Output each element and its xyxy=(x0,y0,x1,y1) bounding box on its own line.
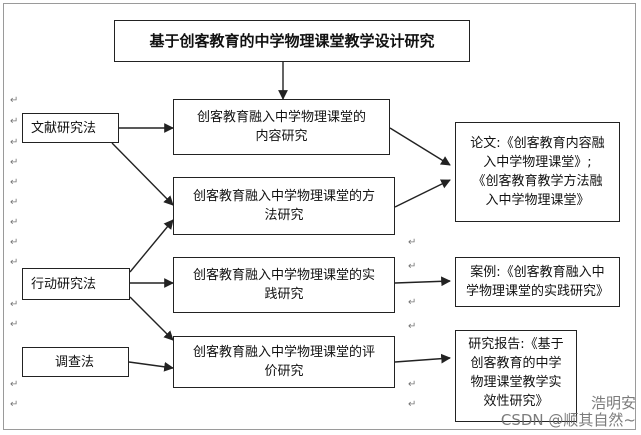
output-papers-line-2: 入中学物理课堂》; xyxy=(483,155,592,170)
arrow-action-to-method xyxy=(129,219,174,273)
paragraph-mark: ↵ xyxy=(10,379,19,390)
paragraph-mark: ↵ xyxy=(408,237,417,248)
arrow-action-to-evaluation xyxy=(129,296,174,341)
study-evaluation-box: 创客教育融入中学物理课堂的评 价研究 xyxy=(173,336,395,388)
study-practice-box: 创客教育融入中学物理课堂的实 践研究 xyxy=(173,257,395,313)
output-report-box: 研究报告:《基于 创客教育的中学 物理课堂教学实 效性研究》 xyxy=(455,330,577,422)
arrow-literature-to-method xyxy=(111,142,174,206)
study-content-line-2: 内容研究 xyxy=(255,129,308,144)
watermark-line-2: CSDN @顺其自然~ xyxy=(500,411,636,429)
paragraph-mark: ↵ xyxy=(408,297,417,308)
output-cases-box: 案例:《创客教育融入中 学物理课堂的实践研究》 xyxy=(455,257,620,307)
output-report-line-3: 物理课堂教学实 xyxy=(470,375,562,390)
output-cases-line-1: 案例:《创客教育融入中 xyxy=(470,265,605,280)
paragraph-mark: ↵ xyxy=(408,399,417,410)
method-survey-label: 调查法 xyxy=(55,354,95,370)
watermark: 浩明安 CSDN @顺其自然~ xyxy=(468,395,636,429)
study-practice-line-1: 创客教育融入中学物理课堂的实 xyxy=(192,268,375,283)
study-practice-line-2: 践研究 xyxy=(264,287,304,302)
watermark-line-1: 浩明安 xyxy=(590,394,636,412)
paragraph-mark: ↵ xyxy=(408,321,417,332)
method-literature-box: 文献研究法 xyxy=(22,113,119,143)
output-report-line-4: 效性研究》 xyxy=(483,394,549,409)
arrow-practice-to-cases xyxy=(394,276,451,287)
study-content-box: 创客教育融入中学物理课堂的 内容研究 xyxy=(173,99,390,155)
paragraph-mark: ↵ xyxy=(10,257,19,268)
paragraph-mark: ↵ xyxy=(408,261,417,272)
paragraph-mark: ↵ xyxy=(10,399,19,410)
paragraph-mark: ↵ xyxy=(10,116,19,127)
paragraph-mark: ↵ xyxy=(408,379,417,390)
diagram-title: 基于创客教育的中学物理课堂教学设计研究 xyxy=(149,31,435,50)
arrow-method-to-papers xyxy=(394,179,451,208)
paragraph-mark: ↵ xyxy=(10,137,19,148)
paragraph-mark: ↵ xyxy=(10,95,19,106)
arrow-content-to-papers xyxy=(389,127,451,166)
paragraph-mark: ↵ xyxy=(10,319,19,330)
output-papers-line-3: 《创客教育教学方法融 xyxy=(472,174,603,189)
study-method-line-1: 创客教育融入中学物理课堂的方 xyxy=(192,189,375,204)
study-method-box: 创客教育融入中学物理课堂的方 法研究 xyxy=(173,177,395,235)
study-content-line-1: 创客教育融入中学物理课堂的 xyxy=(196,110,366,125)
paragraph-mark: ↵ xyxy=(10,299,19,310)
output-papers-box: 论文:《创客教育内容融 入中学物理课堂》; 《创客教育教学方法融 入中学物理课堂… xyxy=(455,122,620,222)
method-survey-box: 调查法 xyxy=(22,347,129,377)
method-literature-label: 文献研究法 xyxy=(31,120,97,136)
title-box: 基于创客教育的中学物理课堂教学设计研究 xyxy=(114,20,470,62)
output-papers-line-1: 论文:《创客教育内容融 xyxy=(470,136,605,151)
paragraph-mark: ↵ xyxy=(10,177,19,188)
study-method-line-2: 法研究 xyxy=(264,208,304,223)
arrow-survey-to-evaluation xyxy=(128,361,174,372)
study-evaluation-line-1: 创客教育融入中学物理课堂的评 xyxy=(192,345,375,360)
method-action-box: 行动研究法 xyxy=(22,268,130,300)
arrow-evaluation-to-report xyxy=(394,353,451,364)
paragraph-mark: ↵ xyxy=(10,237,19,248)
paragraph-mark: ↵ xyxy=(10,157,19,168)
paragraph-mark: ↵ xyxy=(10,197,19,208)
outer-frame xyxy=(3,3,636,430)
paragraph-mark: ↵ xyxy=(10,217,19,228)
method-action-label: 行动研究法 xyxy=(31,276,97,292)
output-report-line-2: 创客教育的中学 xyxy=(470,356,562,371)
output-report-line-1: 研究报告:《基于 xyxy=(468,337,564,352)
output-papers-line-4: 入中学物理课堂》 xyxy=(485,193,590,208)
output-cases-line-2: 学物理课堂的实践研究》 xyxy=(465,284,609,299)
study-evaluation-line-2: 价研究 xyxy=(264,364,304,379)
